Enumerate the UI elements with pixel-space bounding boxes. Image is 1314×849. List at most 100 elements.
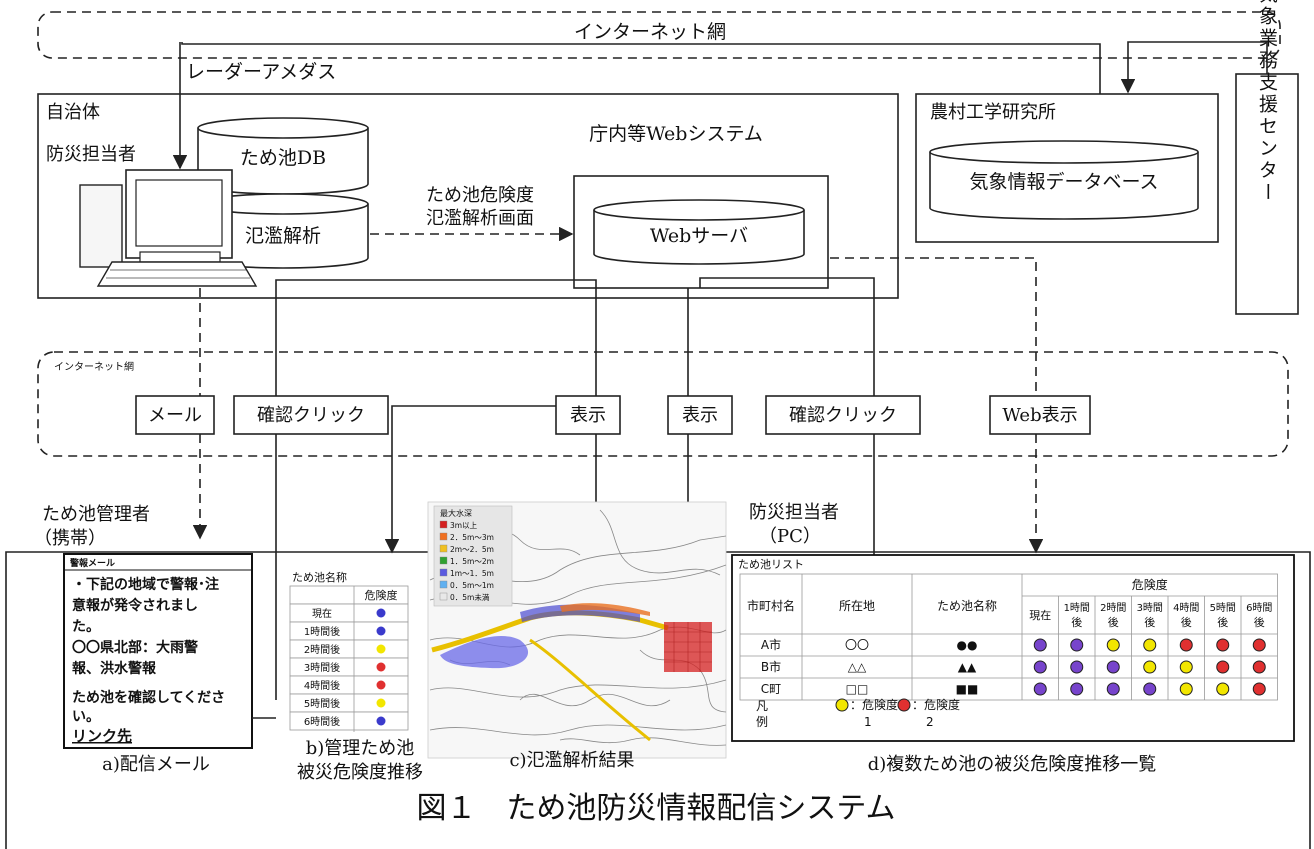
pond-row-loc: △△ <box>848 660 867 674</box>
flood-road <box>529 638 651 742</box>
legend-label: 1m～1．5m <box>450 569 494 578</box>
caption-a: a)配信メール <box>102 754 210 775</box>
pond-head-time: 現在 <box>1029 609 1051 622</box>
pond-manager-sub: （携帯） <box>34 528 106 549</box>
risk-dot <box>376 644 386 654</box>
pond-row-name: ▲▲ <box>958 660 977 674</box>
niire-label: 農村工学研究所 <box>930 102 1056 123</box>
flood-analysis-cylinder: 氾濫解析 <box>197 193 369 269</box>
mail-label: メール <box>148 405 202 426</box>
internet-mid-region <box>37 351 1289 457</box>
legend-label: 2．5m～3m <box>450 533 494 542</box>
risk-dot <box>376 608 386 618</box>
line-radar-to-niire <box>181 42 1101 94</box>
pond-risk-dot <box>1143 682 1157 696</box>
confirm-click-label-2: 確認クリック <box>789 405 897 426</box>
pond-legend-key: 凡 <box>756 699 768 713</box>
pond-risk-dot <box>1179 682 1193 696</box>
pond-row-name: ●● <box>957 638 978 652</box>
display-box-1 <box>555 395 621 435</box>
pond-list-panel: ため池リスト 市町村名所在地ため池名称危険度現在1時間後2時間後3時間後4時間後… <box>731 554 1295 742</box>
web-display-box <box>989 395 1091 435</box>
pond-risk-dot <box>1216 682 1230 696</box>
flow-label-2: 氾濫解析画面 <box>426 208 534 229</box>
pond-risk-dot <box>1070 682 1084 696</box>
caption-d: d)複数ため池の被災危険度推移一覧 <box>868 754 1157 775</box>
pond-row-city: A市 <box>761 637 781 652</box>
risk-dot <box>376 680 386 690</box>
pond-head-time: 1時間 <box>1064 602 1090 614</box>
pond-head-time: 後 <box>1254 615 1265 629</box>
caption-b-2: 被災危険度推移 <box>297 762 423 783</box>
pond-head-city: 市町村名 <box>747 598 795 613</box>
officer-pc-label: 防災担当者 <box>749 502 839 523</box>
pond-head-time: 後 <box>1108 615 1119 629</box>
weather-center-vertical-label: 気象業務支援センター <box>1256 0 1278 204</box>
pond-risk-dot <box>1033 660 1047 674</box>
line-confirm-2 <box>699 277 875 558</box>
radar-amedas-label: レーダーアメダス <box>186 61 336 83</box>
mail-link[interactable]: リンク先 <box>72 727 132 745</box>
pond-head-loc: 所在地 <box>839 599 875 613</box>
legend-swatch <box>439 556 448 565</box>
risk-table-col: 危険度 <box>365 588 398 602</box>
legend-swatch <box>439 544 448 553</box>
weather-db-label: 気象情報データベース <box>969 171 1158 193</box>
pond-head-name: ため池名称 <box>937 598 997 613</box>
pond-head-time: 後 <box>1181 615 1192 629</box>
flow-label-1: ため池危険度 <box>426 185 534 206</box>
pond-risk-dot <box>1252 682 1266 696</box>
legend-red-dot <box>897 698 911 712</box>
pond-list-title: ため池リスト <box>738 558 804 571</box>
risk-row-label: 3時間後 <box>304 661 340 674</box>
pond-manager-label: ため池管理者 <box>42 504 150 525</box>
mail-line-4: 〇〇県北部：大雨警 <box>72 639 198 656</box>
mail-line-7: い。 <box>72 709 100 725</box>
risk-row <box>289 603 409 623</box>
officer-pc-sub: （PC） <box>759 526 821 547</box>
pond-risk-dot <box>1216 638 1230 652</box>
pond-risk-dot <box>1143 638 1157 652</box>
risk-dot <box>376 662 386 672</box>
web-display-label: Web表示 <box>1002 405 1077 426</box>
pond-risk-dot <box>1106 660 1120 674</box>
flood-area-orange <box>560 603 650 616</box>
internet-top-region <box>37 11 1281 59</box>
risk-row-label: 現在 <box>312 608 332 620</box>
confirm-click-label-1: 確認クリック <box>257 405 365 426</box>
mail-box <box>135 395 215 435</box>
pond-legend-1-num: 1 <box>864 715 872 729</box>
risk-row <box>289 711 409 731</box>
disaster-officer-label: 防災担当者 <box>46 144 136 165</box>
legend-swatch <box>439 532 448 541</box>
pond-risk-dot <box>1143 660 1157 674</box>
pond-legend-key-2: 例 <box>756 715 768 729</box>
risk-dot <box>376 626 386 636</box>
line-confirm-1 <box>275 279 597 700</box>
internet-top-label: インターネット網 <box>574 21 726 43</box>
mail-line-6: ため池を確認してくださ <box>72 689 225 706</box>
pond-risk-dot <box>1070 638 1084 652</box>
computer-icon <box>79 169 258 287</box>
municipality-label: 自治体 <box>46 102 100 123</box>
mail-header: 警報メール <box>70 557 115 569</box>
pond-risk-dot <box>1252 660 1266 674</box>
legend-yellow-dot <box>835 698 849 712</box>
mail-line-1: ・下記の地域で警報･注 <box>72 576 219 593</box>
caption-b-1: b)管理ため池 <box>306 738 415 759</box>
intranet-web-label: 庁内等Webシステム <box>589 123 763 145</box>
legend-swatch <box>439 568 448 577</box>
mail-line-3: た。 <box>72 619 100 635</box>
pond-head-time: 3時間 <box>1137 602 1163 614</box>
pond-risk-dot <box>1070 660 1084 674</box>
pond-risk-dot <box>1033 682 1047 696</box>
legend-swatch <box>439 592 448 601</box>
pond-head-time: 5時間 <box>1210 602 1236 614</box>
legend-swatch <box>439 580 448 589</box>
pond-head-time: 6時間 <box>1246 602 1272 614</box>
pond-risk-dot <box>1106 638 1120 652</box>
risk-dot <box>376 698 386 708</box>
risk-row-label: 6時間後 <box>304 715 340 728</box>
pond-head-time: 4時間 <box>1173 602 1199 614</box>
